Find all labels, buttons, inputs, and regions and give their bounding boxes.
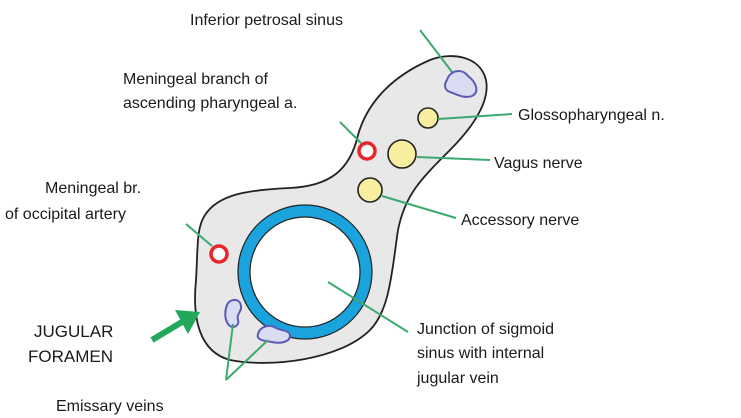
vagus-nerve-shape — [388, 140, 416, 168]
label-inferior-petrosal-sinus: Inferior petrosal sinus — [190, 12, 343, 29]
occipital-meningeal-artery — [211, 246, 227, 262]
ascending-pharyngeal-meningeal-artery — [359, 143, 375, 159]
label-ascending-pharyngeal-line2: ascending pharyngeal a. — [123, 95, 297, 112]
label-occipital-line1: Meningeal br. — [45, 180, 141, 197]
label-occipital-line2: of occipital artery — [5, 206, 126, 223]
jugular-foramen-arrow — [152, 310, 200, 340]
accessory-nerve-shape — [358, 178, 382, 202]
emissary-vein-1 — [225, 300, 241, 327]
sigmoid-sinus-inner — [250, 217, 360, 327]
label-junction-line1: Junction of sigmoid — [417, 321, 554, 338]
label-glossopharyngeal: Glossopharyngeal n. — [518, 107, 665, 124]
label-jugular-foramen-line2: FORAMEN — [28, 347, 113, 366]
glossopharyngeal-nerve-shape — [418, 108, 438, 128]
label-junction-line2: sinus with internal — [417, 345, 544, 362]
label-accessory: Accessory nerve — [461, 212, 579, 229]
label-emissary-veins: Emissary veins — [56, 398, 164, 415]
label-jugular-foramen-line1: JUGULAR — [34, 322, 113, 341]
label-ascending-pharyngeal-line1: Meningeal branch of — [123, 71, 269, 88]
label-junction-line3: jugular vein — [416, 370, 499, 387]
label-vagus: Vagus nerve — [494, 155, 583, 172]
